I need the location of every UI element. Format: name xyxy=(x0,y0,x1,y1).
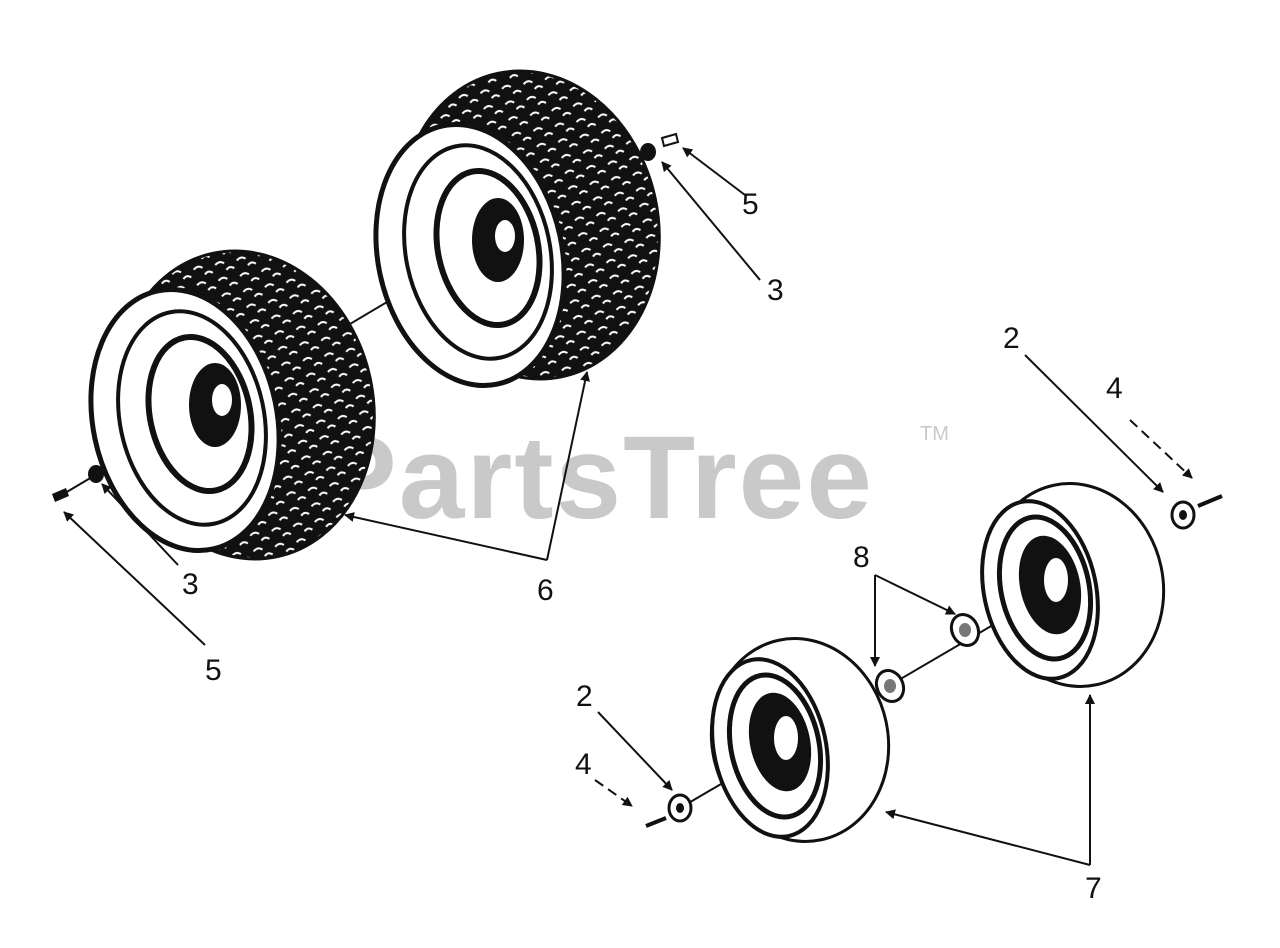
callout-4-lower: 4 xyxy=(575,748,592,781)
callout-4-upper: 4 xyxy=(1106,372,1123,405)
spacer-right xyxy=(949,612,981,648)
rear-tire-right xyxy=(373,69,661,389)
rear-hardware-right xyxy=(640,132,680,161)
watermark-text: PartsTree xyxy=(318,412,874,544)
rear-hardware-left xyxy=(52,465,104,502)
callout-6: 6 xyxy=(537,574,554,607)
washer-left xyxy=(645,793,693,828)
rear-tire-left xyxy=(88,249,376,561)
callout-2-lower: 2 xyxy=(576,680,593,713)
front-wheel-left xyxy=(709,637,891,843)
spacer-left xyxy=(874,668,906,704)
callout-8: 8 xyxy=(853,541,870,574)
callout-5-lower: 5 xyxy=(205,654,222,687)
callout-5-upper: 5 xyxy=(742,188,759,221)
front-wheel-right xyxy=(980,482,1166,688)
washer-right xyxy=(1170,494,1223,530)
leader-lines xyxy=(63,147,1193,866)
callout-7: 7 xyxy=(1085,872,1102,905)
callout-2-upper: 2 xyxy=(1003,322,1020,355)
callout-3-upper: 3 xyxy=(767,274,784,307)
watermark-trademark: TM xyxy=(920,423,949,445)
callout-3-lower: 3 xyxy=(182,568,199,601)
